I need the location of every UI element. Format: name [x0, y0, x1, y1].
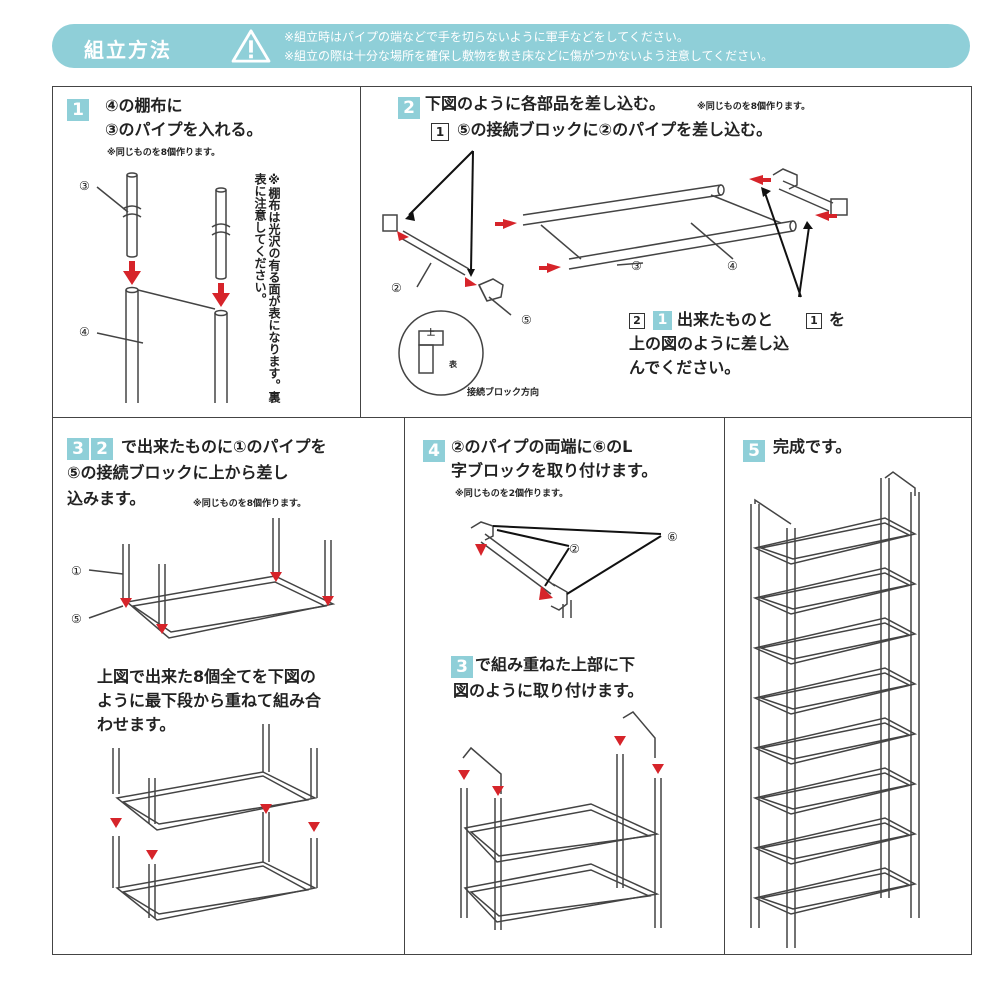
- step2-line1: 下図のように各部品を差し込む。: [425, 94, 666, 113]
- step5-finished-rack: [750, 471, 920, 948]
- block-side-label: 表: [449, 360, 457, 369]
- step1-line1: ④の棚布に: [105, 96, 183, 115]
- step5-number: 5: [743, 440, 765, 462]
- assembly-header: 組立方法 ※組立時はパイプの端などで手を切らないように軍手などをしてください。 …: [52, 24, 970, 68]
- block-top-label: 上: [427, 328, 435, 337]
- label-5: ⑤: [521, 313, 532, 327]
- step2-illustration: [382, 150, 848, 396]
- step4-illustration: [458, 521, 664, 930]
- step3-ref-number: 2: [91, 438, 113, 460]
- step1-illustration: [96, 172, 231, 403]
- step3-line1: で出来たものに①のパイプを: [121, 437, 327, 456]
- step1-number: 1: [67, 99, 89, 121]
- warning-icon: [231, 29, 271, 63]
- step4-number: 4: [423, 440, 445, 462]
- warning-line-2: ※組立の際は十分な場所を確保し敷物を敷き床などに傷がつかないよう注意してください…: [284, 49, 774, 63]
- instr-line1-end: を: [829, 310, 846, 329]
- step4-line1: ②のパイプの両端に⑥のL: [451, 437, 633, 456]
- step3-arrows: [110, 572, 334, 860]
- label-6: ⑥: [667, 530, 678, 544]
- block-direction-label: 接続ブロック方向: [467, 388, 540, 398]
- step3-line2: ⑤の接続ブロックに上から差し: [67, 463, 289, 482]
- step3-number: 3: [67, 438, 89, 460]
- label-pipe-3: ③: [79, 179, 90, 193]
- step2-note: ※同じものを8個作ります。: [697, 102, 811, 112]
- instr-line3: んでください。: [629, 358, 741, 377]
- step1-arrows: [123, 261, 230, 307]
- stack-line3: わせます。: [97, 715, 176, 734]
- step1-panel: 1 ④の棚布に ③のパイプを入れる。 ※同じものを8個作ります。 ※棚布は光沢の…: [52, 86, 362, 419]
- label-2: ②: [569, 542, 580, 556]
- step2-sub-badge: 1: [431, 123, 449, 141]
- step3-illustration: [88, 518, 336, 921]
- label-1: ①: [71, 564, 82, 578]
- step2-arrows: [397, 175, 837, 287]
- step4-line2: 字ブロックを取り付けます。: [451, 461, 658, 480]
- step4-sub-line2: 図のように取り付けます。: [453, 681, 644, 700]
- step1-note: ※同じものを8個作ります。: [107, 148, 221, 158]
- step1-line2: ③のパイプを入れる。: [105, 120, 263, 139]
- step4-sub-number: 3: [451, 656, 473, 678]
- step4-note: ※同じものを2個作ります。: [455, 489, 569, 499]
- instr-ref-badge: 1: [806, 313, 822, 329]
- step2-sub-line: ⑤の接続ブロックに②のパイプを差し込む。: [457, 120, 773, 139]
- warning-line-1: ※組立時はパイプの端などで手を切らないように軍手などをしてください。: [284, 30, 689, 44]
- instr-badge-a: 2: [629, 313, 645, 329]
- step4-arrows: [458, 544, 664, 796]
- step5-line1: 完成です。: [773, 437, 852, 456]
- stack-line1: 上図で出来た8個全てを下図の: [97, 667, 316, 686]
- label-5: ⑤: [71, 612, 82, 626]
- step2-panel: 2 下図のように各部品を差し込む。 ※同じものを8個作ります。 1 ⑤の接続ブロ…: [360, 86, 972, 419]
- step4-sub-line1: で組み重ねた上部に下: [475, 655, 636, 674]
- label-3: ③: [631, 259, 642, 273]
- step2-number: 2: [398, 97, 420, 119]
- label-2: ②: [391, 281, 402, 295]
- instr-line2: 上の図のように差し込: [629, 334, 790, 353]
- step5-panel: 5 完成です。: [724, 417, 972, 955]
- label-4: ④: [727, 259, 738, 273]
- stack-line2: ように最下段から重ねて組み合: [97, 691, 322, 710]
- instr-badge-b: 1: [653, 311, 672, 330]
- header-title: 組立方法: [84, 38, 172, 62]
- step1-side-note: ※棚布は光沢の有る面が表になります。裏表に注意してください。: [253, 173, 281, 403]
- instr-line1: 出来たものと: [677, 310, 774, 329]
- step2-pointer-lines: [408, 150, 810, 298]
- step4-panel: 4 ②のパイプの両端に⑥のL 字ブロックを取り付けます。 ※同じものを2個作りま…: [404, 417, 726, 955]
- step3-line3: 込みます。: [67, 489, 146, 508]
- label-cloth-4: ④: [79, 325, 90, 339]
- step3-note: ※同じものを8個作ります。: [193, 499, 307, 509]
- step3-panel: 3 2 で出来たものに①のパイプを ⑤の接続ブロックに上から差し 込みます。 ※…: [52, 417, 406, 955]
